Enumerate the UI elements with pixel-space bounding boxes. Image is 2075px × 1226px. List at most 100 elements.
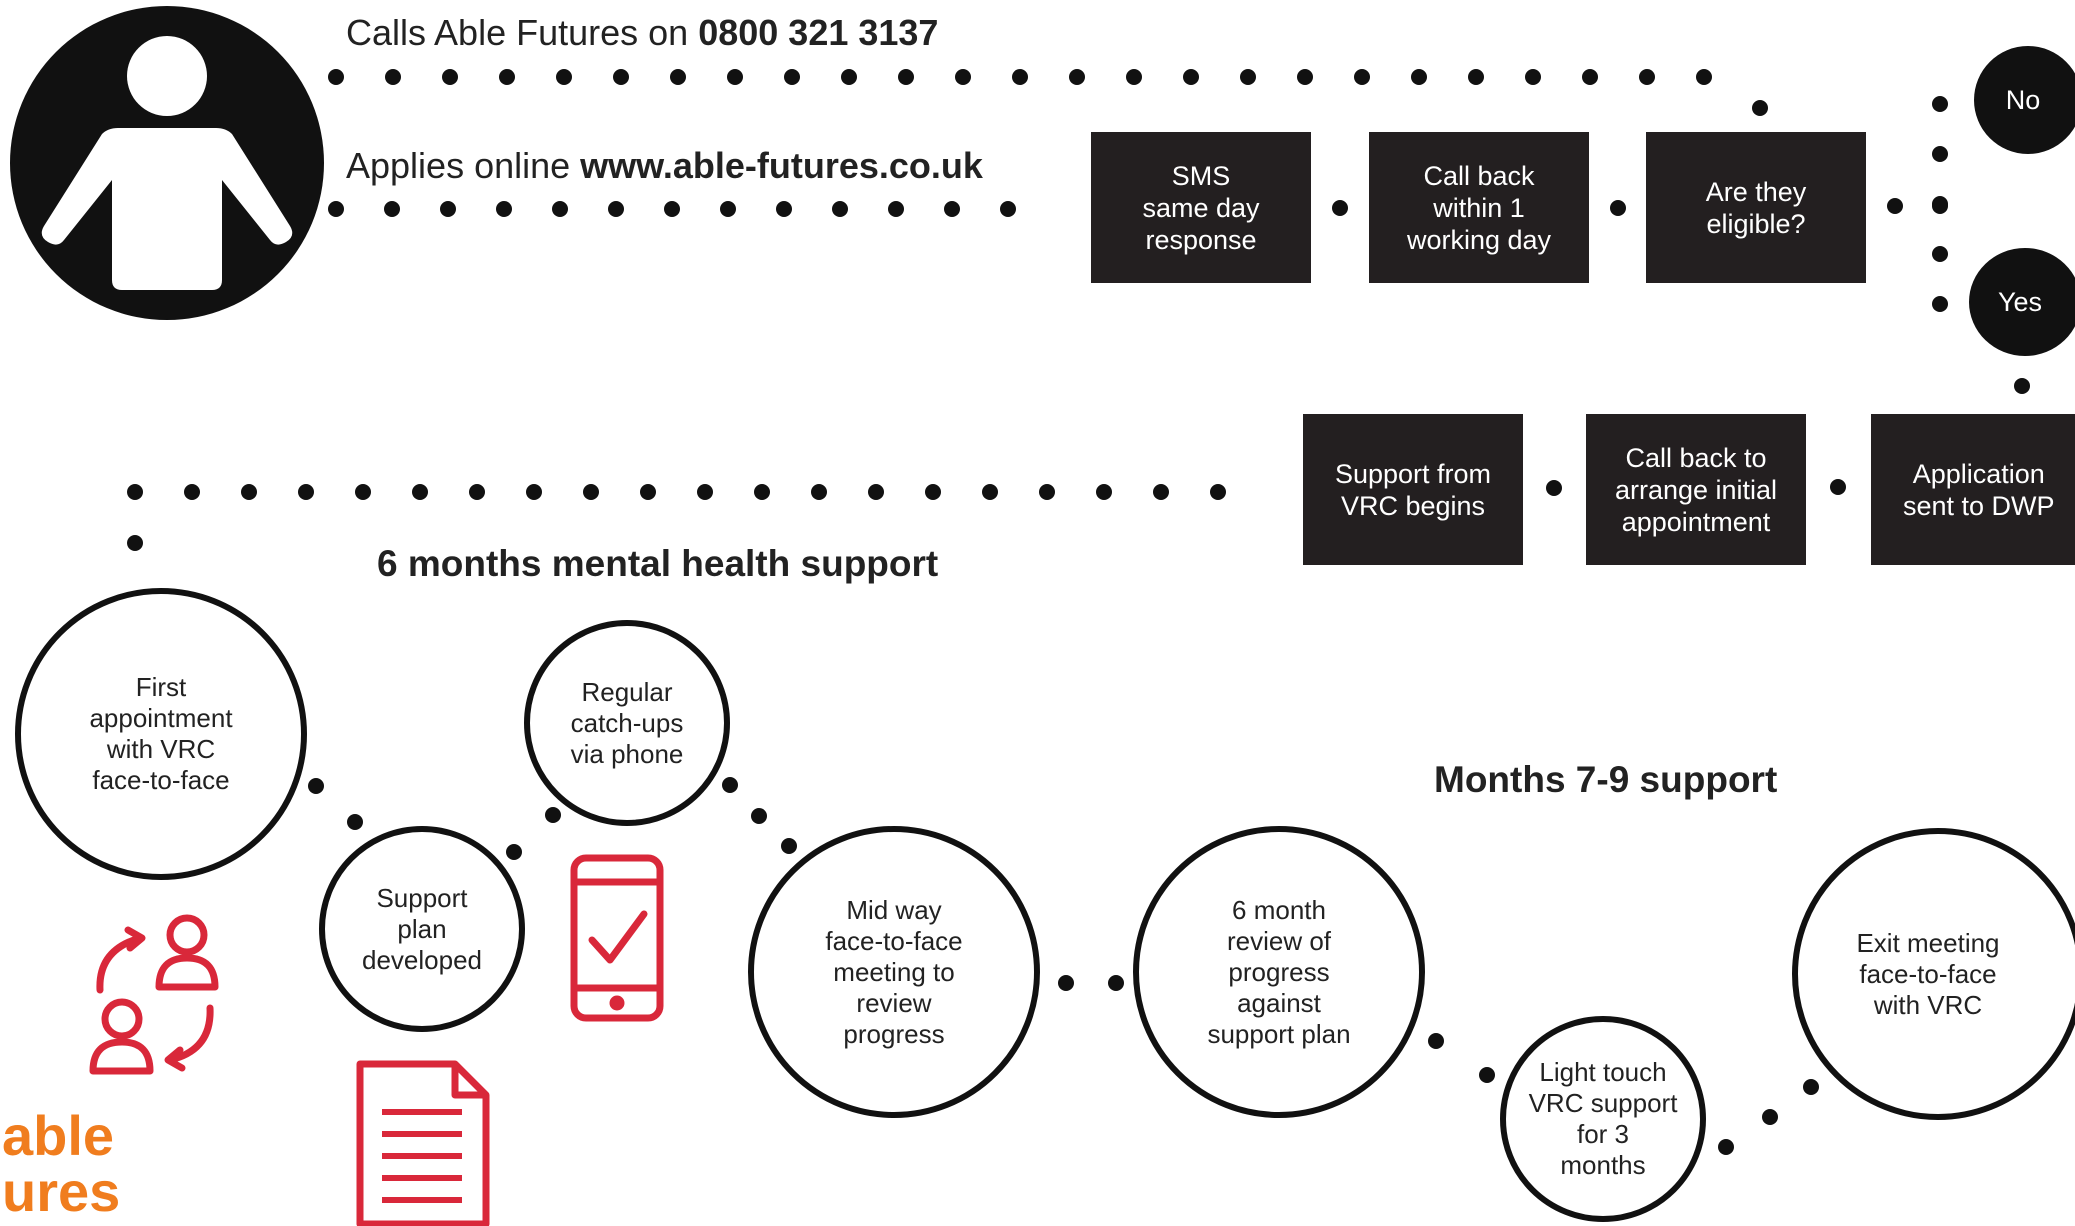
step-six-month-review-text: 6 month review of progress against suppo… [1207, 894, 1351, 1049]
connector-dot [1887, 198, 1903, 214]
connector-dot [888, 201, 904, 217]
connector-dot [499, 69, 515, 85]
connector-dot [1525, 69, 1541, 85]
connector-dot [1210, 484, 1226, 500]
connector-dot [868, 484, 884, 500]
connector-dot [184, 484, 200, 500]
decision-yes: Yes [1969, 248, 2075, 356]
connector-dot [440, 201, 456, 217]
step-light-touch: Light touch VRC support for 3 months [1500, 1016, 1706, 1222]
connector-dot [583, 484, 599, 500]
brand-line-1: able [2, 1104, 115, 1167]
connector-dot [776, 201, 792, 217]
connector-dot [1108, 975, 1124, 991]
connector-dot [385, 69, 401, 85]
connector-dot [127, 535, 143, 551]
website-url: www.able-futures.co.uk [580, 145, 983, 186]
decision-yes-label: Yes [1997, 286, 2043, 317]
smartphone-check-icon [570, 854, 664, 1022]
connector-dot [328, 69, 344, 85]
connector-dot [1126, 69, 1142, 85]
connector-dot [1411, 69, 1427, 85]
connector-dot [355, 484, 371, 500]
brand-line-2: ures [2, 1160, 121, 1223]
step-support-plan: Support plan developed [319, 826, 525, 1032]
connector-dot [841, 69, 857, 85]
brand-logo: able ures [2, 1108, 120, 1220]
connector-dot [613, 69, 629, 85]
step-exit-meeting-text: Exit meeting face-to-face with VRC [1856, 927, 2000, 1020]
connector-dot [1000, 201, 1016, 217]
call-label: Calls Able Futures on 0800 321 3137 [346, 12, 938, 54]
connector-dot [640, 484, 656, 500]
connector-dot [552, 201, 568, 217]
connector-dot [1610, 200, 1626, 216]
connector-dot [697, 484, 713, 500]
connector-dot [347, 814, 363, 830]
connector-dot [670, 69, 686, 85]
connector-dot [925, 484, 941, 500]
online-label: Applies online www.able-futures.co.uk [346, 145, 983, 187]
step-light-touch-text: Light touch VRC support for 3 months [1528, 1057, 1678, 1180]
connector-dot [1932, 198, 1948, 214]
connector-dot [1696, 69, 1712, 85]
connector-dot [298, 484, 314, 500]
connector-dot [1332, 200, 1348, 216]
connector-dot [545, 807, 561, 823]
connector-dot [1468, 69, 1484, 85]
connector-dot [832, 201, 848, 217]
connector-dot [811, 484, 827, 500]
step-midway-meeting: Mid way face-to-face meeting to review p… [748, 826, 1040, 1118]
connector-dot [308, 778, 324, 794]
connector-dot [1752, 100, 1768, 116]
connector-dot [727, 69, 743, 85]
online-prefix: Applies online [346, 145, 571, 186]
connector-dot [526, 484, 542, 500]
connector-dot [1428, 1033, 1444, 1049]
connector-dot [751, 808, 767, 824]
support-vrc-text: Support from VRC begins [1334, 458, 1492, 521]
phone-number: 0800 321 3137 [698, 12, 939, 53]
dwp-application-text: Application sent to DWP [1903, 458, 2055, 521]
sms-response-text: SMS same day response [1142, 160, 1260, 255]
connector-dot [1354, 69, 1370, 85]
connector-dot [1153, 484, 1169, 500]
arrange-appointment-text: Call back to arrange initial appointment [1614, 442, 1778, 537]
connector-dot [1932, 146, 1948, 162]
person-icon [10, 6, 324, 320]
connector-dot [1183, 69, 1199, 85]
step-regular-catchups: Regular catch-ups via phone [524, 620, 730, 826]
connector-dot [1718, 1139, 1734, 1155]
step-midway-meeting-text: Mid way face-to-face meeting to review p… [825, 894, 963, 1049]
connector-dot [241, 484, 257, 500]
connector-dot [1096, 484, 1112, 500]
connector-dot [328, 201, 344, 217]
call-prefix: Calls Able Futures on [346, 12, 689, 53]
connector-dot [1932, 246, 1948, 262]
connector-dot [442, 69, 458, 85]
connector-dot [754, 484, 770, 500]
connector-dot [1639, 69, 1655, 85]
step-support-plan-text: Support plan developed [362, 882, 482, 975]
connector-dot [469, 484, 485, 500]
connector-dot [1762, 1109, 1778, 1125]
connector-dot [506, 844, 522, 860]
connector-dot [1546, 480, 1562, 496]
people-exchange-icon [89, 914, 219, 1075]
decision-no-label: No [2005, 84, 2041, 115]
dwp-application-box: Application sent to DWP [1871, 414, 2075, 565]
document-icon [356, 1060, 490, 1226]
connector-dot [1012, 69, 1028, 85]
connector-dot [127, 484, 143, 500]
connector-dot [1069, 69, 1085, 85]
step-first-appointment: First appointment with VRC face-to-face [15, 588, 307, 880]
arrange-appointment-box: Call back to arrange initial appointment [1586, 414, 1806, 565]
connector-dot [1932, 96, 1948, 112]
connector-dot [955, 69, 971, 85]
months-7-9-heading: Months 7-9 support [1434, 759, 1778, 800]
step-exit-meeting: Exit meeting face-to-face with VRC [1792, 828, 2075, 1120]
connector-dot [1582, 69, 1598, 85]
connector-dot [898, 69, 914, 85]
sms-response-box: SMS same day response [1091, 132, 1311, 283]
